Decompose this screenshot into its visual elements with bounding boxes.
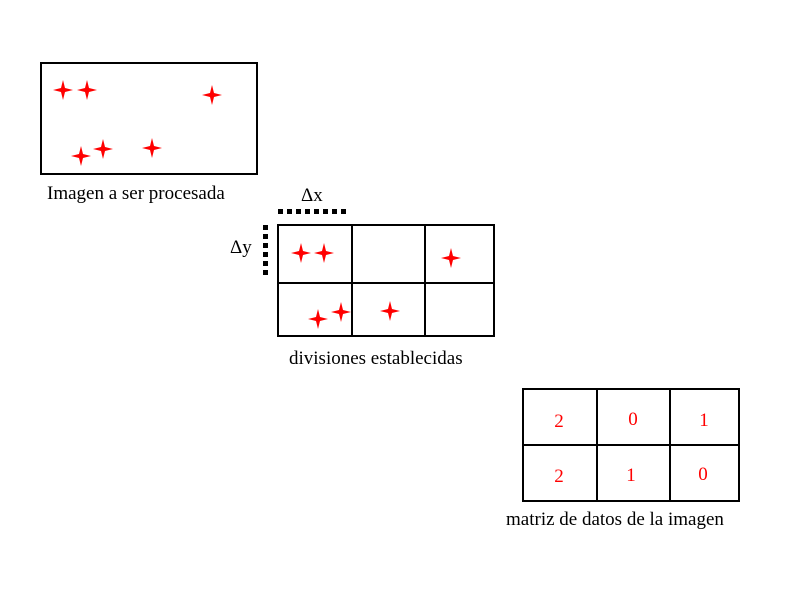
divisions-caption: divisiones establecidas (289, 348, 463, 369)
delta-y-indicator (263, 225, 268, 277)
star-marker (71, 146, 91, 166)
grid-divider-horizontal (277, 282, 495, 284)
star-marker (441, 248, 461, 268)
star-marker (314, 243, 334, 263)
star-marker (291, 243, 311, 263)
matrix-cell: 1 (699, 410, 709, 431)
grid-divider-vertical (351, 224, 353, 337)
delta-y-label: Δy (230, 237, 252, 258)
matrix-cell: 0 (628, 409, 638, 430)
star-marker (142, 138, 162, 158)
matrix-caption: matriz de datos de la imagen (506, 509, 724, 530)
matrix-cell: 2 (554, 466, 564, 487)
matrix-cell: 2 (554, 411, 564, 432)
star-marker (380, 301, 400, 321)
delta-x-label: Δx (301, 185, 323, 206)
delta-x-indicator (278, 209, 350, 214)
star-marker (308, 309, 328, 329)
star-marker (331, 302, 351, 322)
source-image-frame (40, 62, 258, 175)
division-grid (277, 224, 495, 337)
matrix-divider-horizontal (522, 444, 740, 446)
source-image-caption: Imagen a ser procesada (47, 183, 225, 204)
matrix-cell: 0 (698, 464, 708, 485)
star-marker (77, 80, 97, 100)
star-marker (202, 85, 222, 105)
matrix-cell: 1 (626, 465, 636, 486)
star-marker (93, 139, 113, 159)
grid-divider-vertical (424, 224, 426, 337)
star-marker (53, 80, 73, 100)
